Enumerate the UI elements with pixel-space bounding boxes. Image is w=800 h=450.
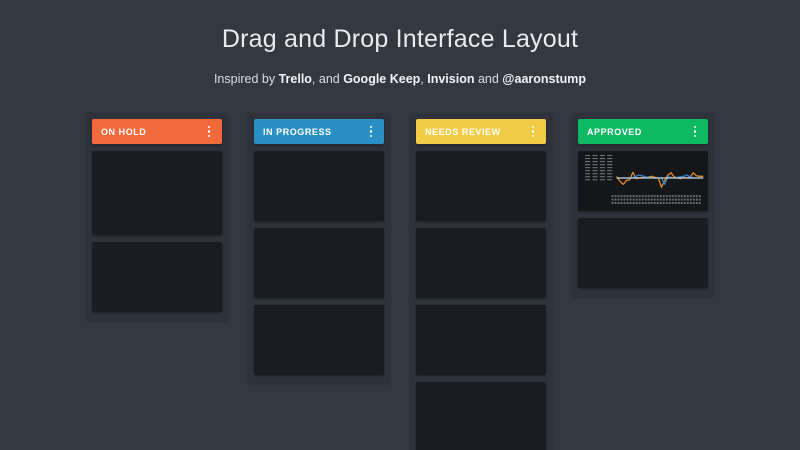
subtitle-link-trello[interactable]: Trello — [278, 72, 312, 86]
card[interactable] — [416, 151, 546, 221]
kebab-menu-icon[interactable] — [689, 124, 701, 140]
x-axis-tick-labels — [611, 195, 701, 205]
subtitle-sep-1: , and — [311, 72, 344, 86]
board-column-needs-review[interactable]: NEEDS REVIEW — [410, 113, 552, 450]
page-subtitle: Inspired by Trello, and Google Keep, Inv… — [0, 71, 800, 87]
subtitle-link-aaronstump[interactable]: @aaronstump — [502, 72, 587, 86]
column-title: NEEDS REVIEW — [425, 126, 501, 137]
column-header[interactable]: APPROVED — [578, 119, 708, 144]
board-column-approved[interactable]: APPROVED — [572, 113, 714, 296]
kebab-menu-icon[interactable] — [365, 124, 377, 140]
board-column-in-progress[interactable]: IN PROGRESS — [248, 113, 390, 383]
subtitle-prefix: Inspired by — [213, 72, 279, 86]
card-with-chart[interactable] — [578, 151, 708, 211]
page-header: Drag and Drop Interface Layout Inspired … — [0, 0, 800, 87]
card[interactable] — [416, 228, 546, 298]
card[interactable] — [416, 305, 546, 375]
column-header[interactable]: IN PROGRESS — [254, 119, 384, 144]
card[interactable] — [416, 382, 546, 450]
subtitle-sep-2: , — [420, 72, 428, 86]
line-chart-thumbnail — [578, 151, 708, 211]
kebab-menu-icon[interactable] — [203, 124, 215, 140]
column-title: IN PROGRESS — [263, 126, 332, 137]
kebab-menu-icon[interactable] — [527, 124, 539, 140]
card[interactable] — [254, 228, 384, 298]
y-axis-tick-labels — [585, 154, 613, 181]
card[interactable] — [578, 218, 708, 288]
column-header[interactable]: NEEDS REVIEW — [416, 119, 546, 144]
board-column-on-hold[interactable]: ON HOLD — [86, 113, 228, 320]
card[interactable] — [92, 242, 222, 312]
card[interactable] — [254, 305, 384, 375]
card[interactable] — [92, 151, 222, 235]
subtitle-sep-3: and — [474, 72, 503, 86]
column-header[interactable]: ON HOLD — [92, 119, 222, 144]
subtitle-link-google-keep[interactable]: Google Keep — [343, 72, 421, 86]
kanban-board: ON HOLD IN PROGRESS NEEDS REVIEW APPROVED — [86, 113, 716, 450]
card[interactable] — [254, 151, 384, 221]
column-title: APPROVED — [587, 126, 642, 137]
subtitle-link-invision[interactable]: Invision — [427, 72, 475, 86]
page-title: Drag and Drop Interface Layout — [221, 25, 579, 53]
column-title: ON HOLD — [101, 126, 147, 137]
